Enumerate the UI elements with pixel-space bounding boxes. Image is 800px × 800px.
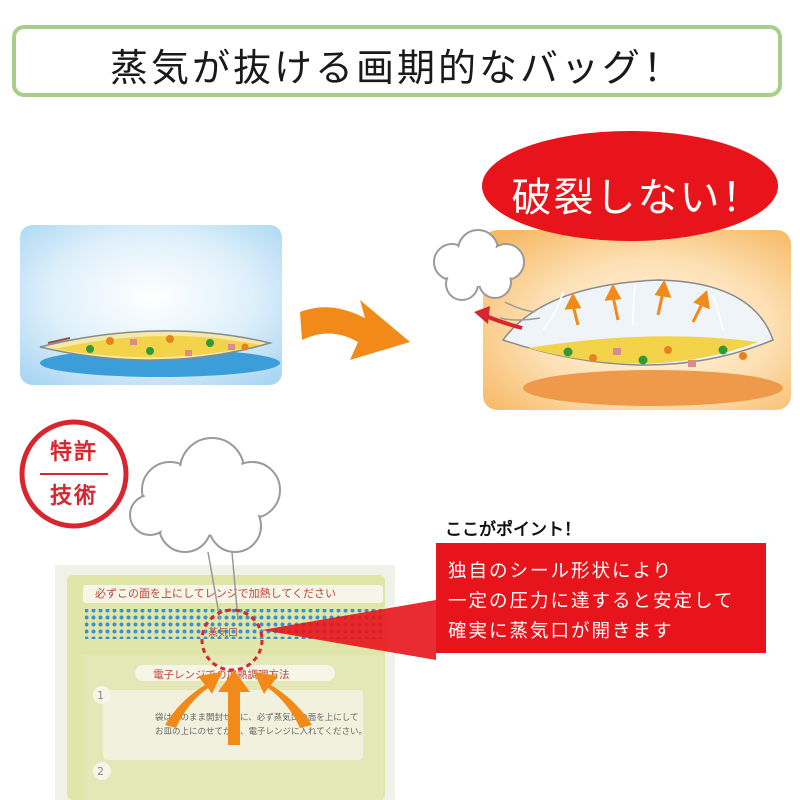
steam-cloud-large-icon bbox=[129, 437, 281, 553]
info-line-3: 確実に蒸気口が開きます bbox=[448, 621, 674, 642]
point-label: ここがポイント！ bbox=[445, 520, 581, 540]
step-text-2: お皿の上にのせてから、電子レンジに入れてください。 bbox=[155, 727, 367, 737]
section-title: 電子レンジでの加熱調理方法 bbox=[153, 669, 290, 681]
bubble-text: 破裂しない！ bbox=[511, 175, 764, 221]
transition-arrow-icon bbox=[300, 300, 410, 360]
info-line-2: 一定の圧力に達すると安定して bbox=[448, 591, 735, 612]
step-1-number: 1 bbox=[97, 689, 104, 702]
title-banner: 蒸気が抜ける画期的なバッグ！ bbox=[12, 25, 782, 97]
step-2-number: 2 bbox=[97, 765, 104, 778]
info-line-1: 独自のシール形状により bbox=[448, 561, 674, 582]
puffed-bag-illustration bbox=[483, 230, 791, 410]
flat-bag-illustration bbox=[20, 225, 282, 385]
info-box: 独自のシール形状により 一定の圧力に達すると安定して 確実に蒸気口が開きます bbox=[436, 543, 766, 653]
badge-text-bottom: 技術 bbox=[49, 484, 98, 509]
patent-badge bbox=[19, 419, 129, 529]
step-text-1: 袋はそのまま開封せずに、必ず蒸気口の面を上にして bbox=[155, 713, 359, 723]
package-photo: 必ずこの面を上にしてレンジで加熱してください 蒸気口 電子レンジでの加熱調理方法… bbox=[55, 565, 395, 800]
vent-label: 蒸気口 bbox=[208, 628, 238, 639]
page-title: 蒸気が抜ける画期的なバッグ！ bbox=[109, 46, 684, 90]
speech-bubble bbox=[482, 131, 778, 241]
badge-text-top: 特許 bbox=[49, 440, 98, 465]
package-header-text: 必ずこの面を上にしてレンジで加熱してください bbox=[95, 587, 337, 600]
